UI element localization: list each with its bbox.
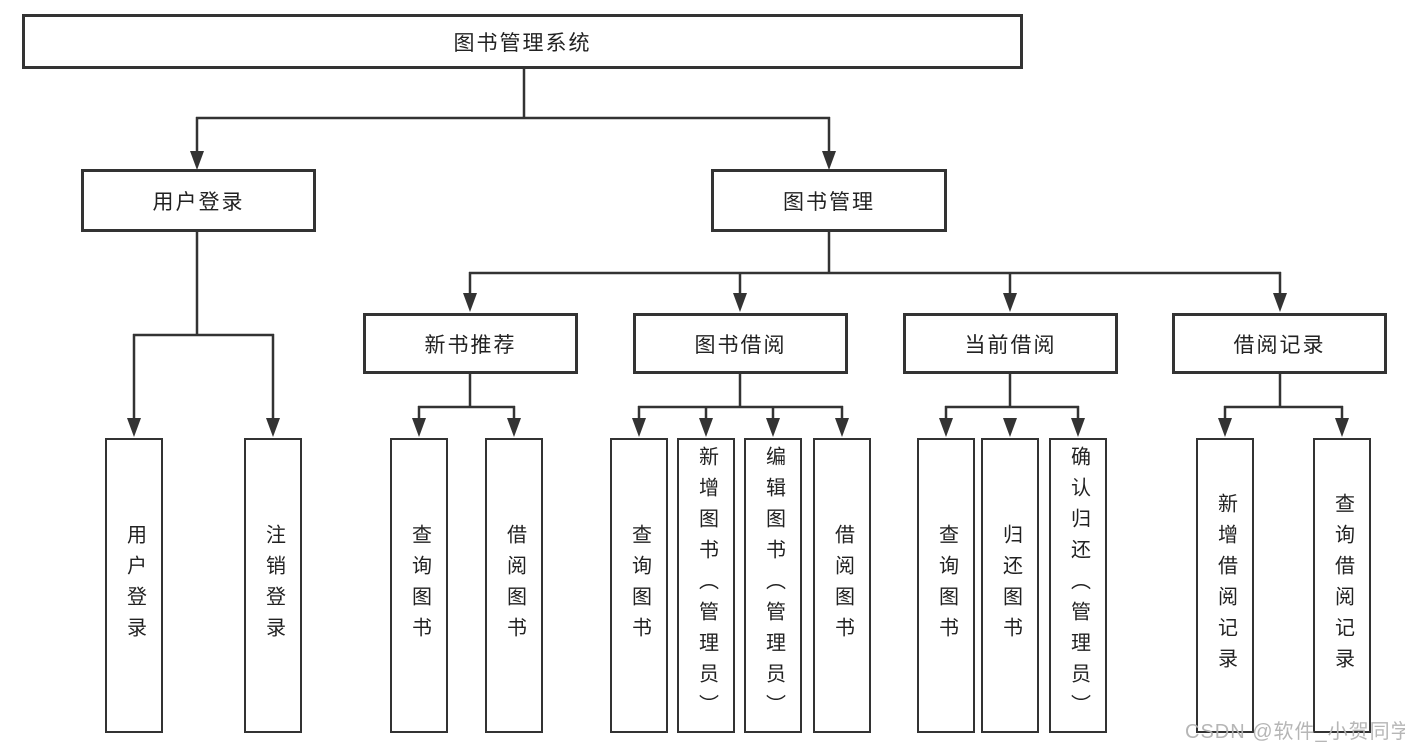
leaf-add-borrow-record: 新增借阅记录 bbox=[1196, 438, 1254, 733]
connector-current-to-leaves bbox=[944, 374, 1080, 425]
leaf-query-books-borrow: 查询图书 bbox=[610, 438, 668, 733]
connector-mgmt-to-level3 bbox=[468, 232, 1282, 300]
node-current-borrow: 当前借阅 bbox=[903, 313, 1118, 374]
node-label: 归还图书 bbox=[999, 523, 1022, 648]
leaf-logout: 注销登录 bbox=[244, 438, 302, 733]
node-label: 查询借阅记录 bbox=[1331, 492, 1354, 679]
node-label: 用户登录 bbox=[152, 190, 245, 214]
node-label: 当前借阅 bbox=[964, 333, 1057, 357]
node-book-borrow: 图书借阅 bbox=[633, 313, 848, 374]
node-label: 图书管理系统 bbox=[453, 31, 592, 55]
connector-borrow-to-leaves bbox=[637, 374, 844, 425]
node-borrow-records: 借阅记录 bbox=[1172, 313, 1387, 374]
watermark: CSDN @软件_小贺同学 bbox=[1185, 721, 1405, 743]
node-new-book-recommend: 新书推荐 bbox=[363, 313, 578, 374]
connector-records-to-leaves bbox=[1223, 374, 1344, 425]
node-book-management: 图书管理 bbox=[711, 169, 947, 232]
node-label: 借阅图书 bbox=[831, 523, 854, 648]
leaf-add-books-admin: 新增图书（管理员） bbox=[677, 438, 735, 733]
node-label: 查询图书 bbox=[628, 523, 651, 648]
leaf-borrow-books-recommend: 借阅图书 bbox=[485, 438, 543, 733]
leaf-edit-books-admin: 编辑图书（管理员） bbox=[744, 438, 802, 733]
node-user-login: 用户登录 bbox=[81, 169, 316, 232]
node-label: 新增图书（管理员） bbox=[695, 446, 718, 725]
connector-newrec-to-leaves bbox=[417, 374, 516, 425]
node-label: 借阅图书 bbox=[503, 523, 526, 648]
node-label: 查询图书 bbox=[935, 523, 958, 648]
leaf-confirm-return-admin: 确认归还（管理员） bbox=[1049, 438, 1107, 733]
node-label: 借阅记录 bbox=[1233, 333, 1326, 357]
leaf-return-books: 归还图书 bbox=[981, 438, 1039, 733]
connector-login-to-leaves bbox=[132, 232, 275, 425]
node-label: 图书管理 bbox=[783, 190, 875, 214]
node-label: 新增借阅记录 bbox=[1214, 492, 1237, 679]
node-label: 用户登录 bbox=[123, 523, 146, 648]
node-label: 注销登录 bbox=[262, 523, 285, 648]
leaf-user-login: 用户登录 bbox=[105, 438, 163, 733]
leaf-borrow-books: 借阅图书 bbox=[813, 438, 871, 733]
node-label: 图书借阅 bbox=[694, 333, 787, 357]
arrowhead-icons bbox=[127, 151, 1349, 437]
node-label: 查询图书 bbox=[408, 523, 431, 648]
node-label: 新书推荐 bbox=[424, 333, 517, 357]
connector-root-to-level2 bbox=[195, 69, 831, 158]
leaf-query-books-current: 查询图书 bbox=[917, 438, 975, 733]
leaf-query-books-recommend: 查询图书 bbox=[390, 438, 448, 733]
node-label: 确认归还（管理员） bbox=[1067, 446, 1090, 725]
leaf-query-borrow-record: 查询借阅记录 bbox=[1313, 438, 1371, 733]
node-root-system: 图书管理系统 bbox=[22, 14, 1023, 69]
node-label: 编辑图书（管理员） bbox=[762, 446, 785, 725]
